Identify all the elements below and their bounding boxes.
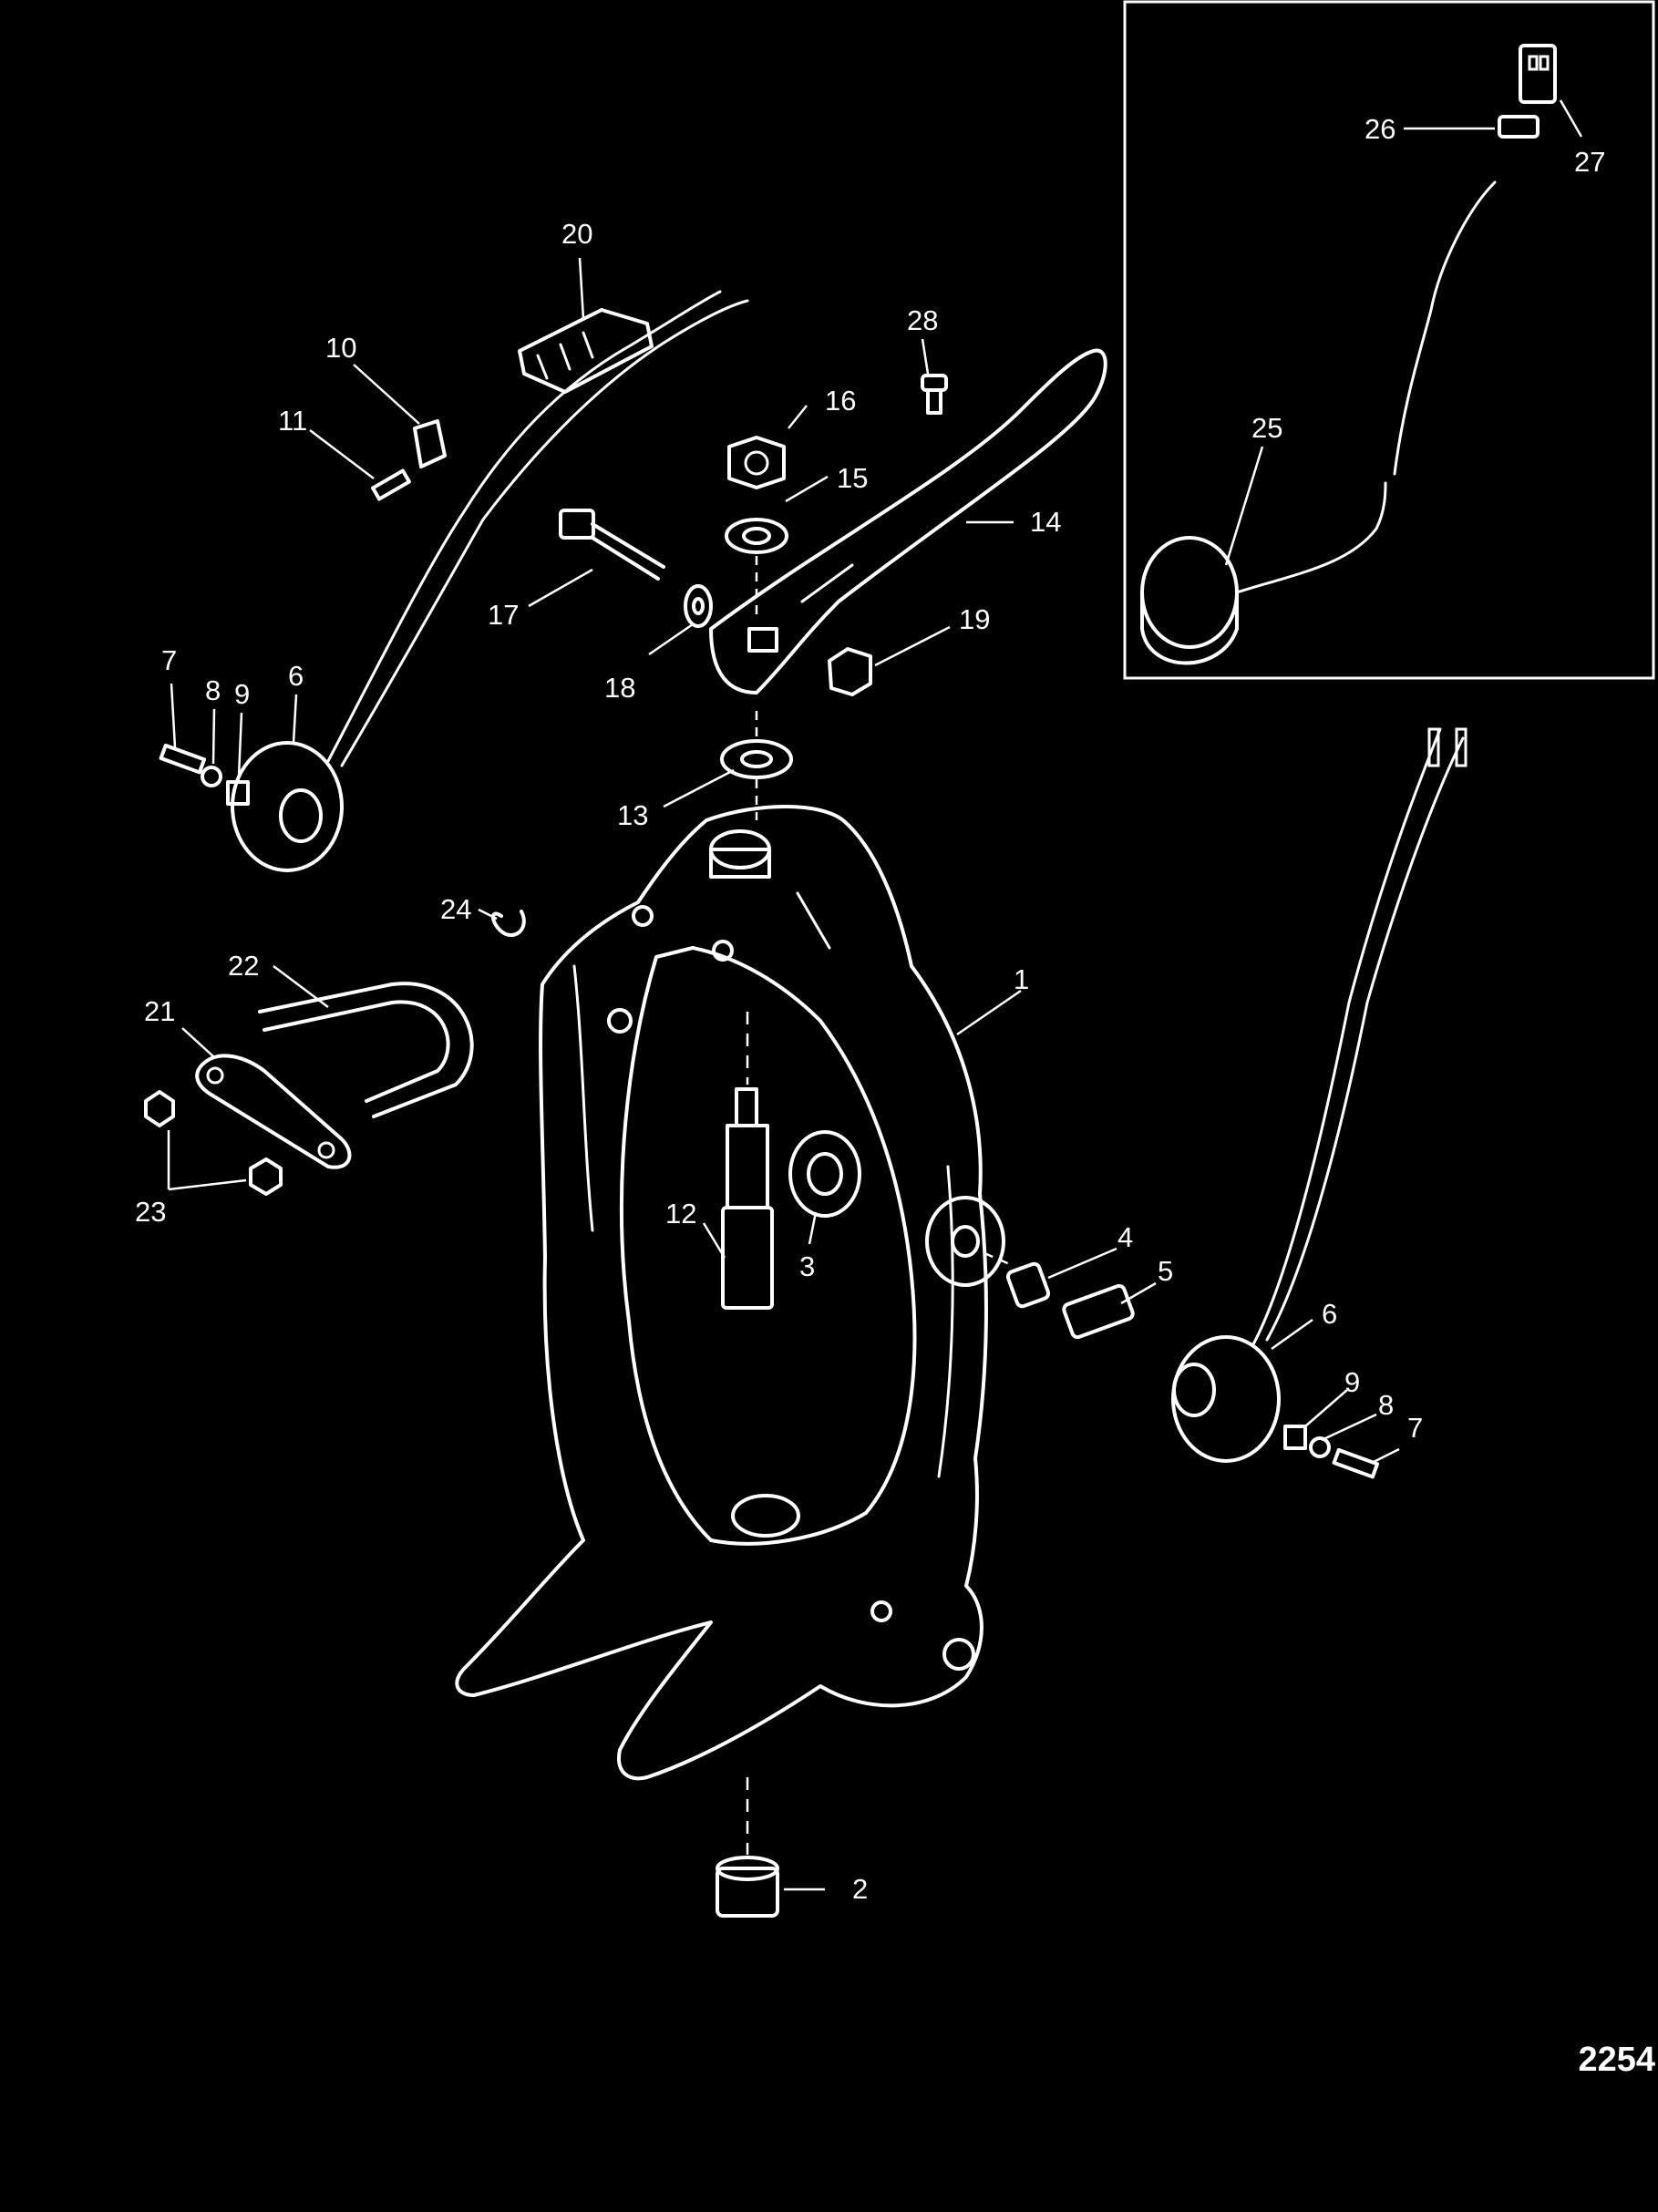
washer-18	[684, 584, 713, 628]
callout-17: 17	[488, 599, 519, 631]
screw-11	[371, 468, 411, 501]
bracket-20	[518, 308, 654, 394]
callout-3: 3	[799, 1250, 815, 1282]
connector-26	[1498, 115, 1540, 139]
callout-23: 23	[135, 1196, 166, 1228]
callout-4: 4	[1117, 1221, 1133, 1253]
callout-12: 12	[665, 1198, 696, 1229]
bushing-bottom	[716, 1777, 779, 1918]
callout-11: 11	[278, 405, 307, 437]
steering-lever	[709, 348, 1107, 694]
callout-14: 14	[1030, 506, 1061, 538]
callout-20: 20	[561, 218, 592, 250]
callout-7-left: 7	[161, 644, 177, 676]
callout-9-left: 9	[234, 678, 250, 710]
callout-7-right: 7	[1407, 1412, 1423, 1444]
callout-9-right: 9	[1344, 1366, 1360, 1398]
callout-28: 28	[907, 304, 938, 336]
callout-8-left: 8	[205, 674, 221, 706]
callout-2: 2	[852, 1873, 868, 1905]
pivot-pin	[721, 1012, 774, 1310]
callout-24: 24	[440, 893, 471, 925]
callout-1: 1	[1014, 963, 1029, 995]
callout-22: 22	[228, 950, 259, 982]
callout-26: 26	[1365, 113, 1395, 145]
u-bolt-22	[258, 982, 474, 1118]
washer-15	[725, 518, 788, 554]
callout-18: 18	[604, 672, 635, 704]
callout-25: 25	[1251, 412, 1282, 444]
callout-21: 21	[144, 995, 175, 1027]
plate-21	[195, 1054, 352, 1169]
callout-6-left: 6	[288, 660, 304, 692]
screw-28	[921, 374, 948, 415]
callout-5: 5	[1158, 1255, 1173, 1287]
callout-10: 10	[325, 332, 356, 364]
gimbal-housing	[455, 805, 1005, 1781]
hardware-left-7-8-9	[159, 743, 250, 806]
nut-19	[828, 647, 872, 696]
trim-sender-right	[1171, 727, 1467, 1463]
callout-16: 16	[825, 385, 856, 417]
figure-number: 2254	[1578, 2041, 1655, 2079]
callout-6-right: 6	[1322, 1298, 1337, 1330]
callout-labels: 1 2 3 4 5 6 7 8 9 7 8 9 6 10 11 12 13 14…	[135, 113, 1605, 1905]
nut-16	[727, 436, 786, 489]
clip-10	[413, 419, 447, 468]
hardware-right-7-8-9	[1283, 1425, 1380, 1479]
bolt-17	[559, 509, 665, 581]
washer-3	[788, 1130, 861, 1218]
callout-15: 15	[837, 462, 868, 494]
callout-19: 19	[959, 603, 990, 635]
clip-24	[491, 910, 526, 937]
trim-sender-left	[231, 290, 749, 872]
connector-27	[1519, 44, 1557, 104]
bushing-4	[1005, 1261, 1051, 1309]
stud-5	[983, 1251, 1135, 1340]
callout-8-right: 8	[1378, 1389, 1394, 1421]
sender-25	[1140, 180, 1497, 665]
callout-13: 13	[617, 799, 648, 831]
washer-13	[720, 711, 793, 820]
inset-frame	[1123, 0, 1655, 680]
callout-27: 27	[1574, 146, 1605, 178]
nut-23-top	[144, 1090, 175, 1127]
nut-23-bottom	[249, 1157, 283, 1196]
callout-leaders	[167, 99, 1583, 1891]
